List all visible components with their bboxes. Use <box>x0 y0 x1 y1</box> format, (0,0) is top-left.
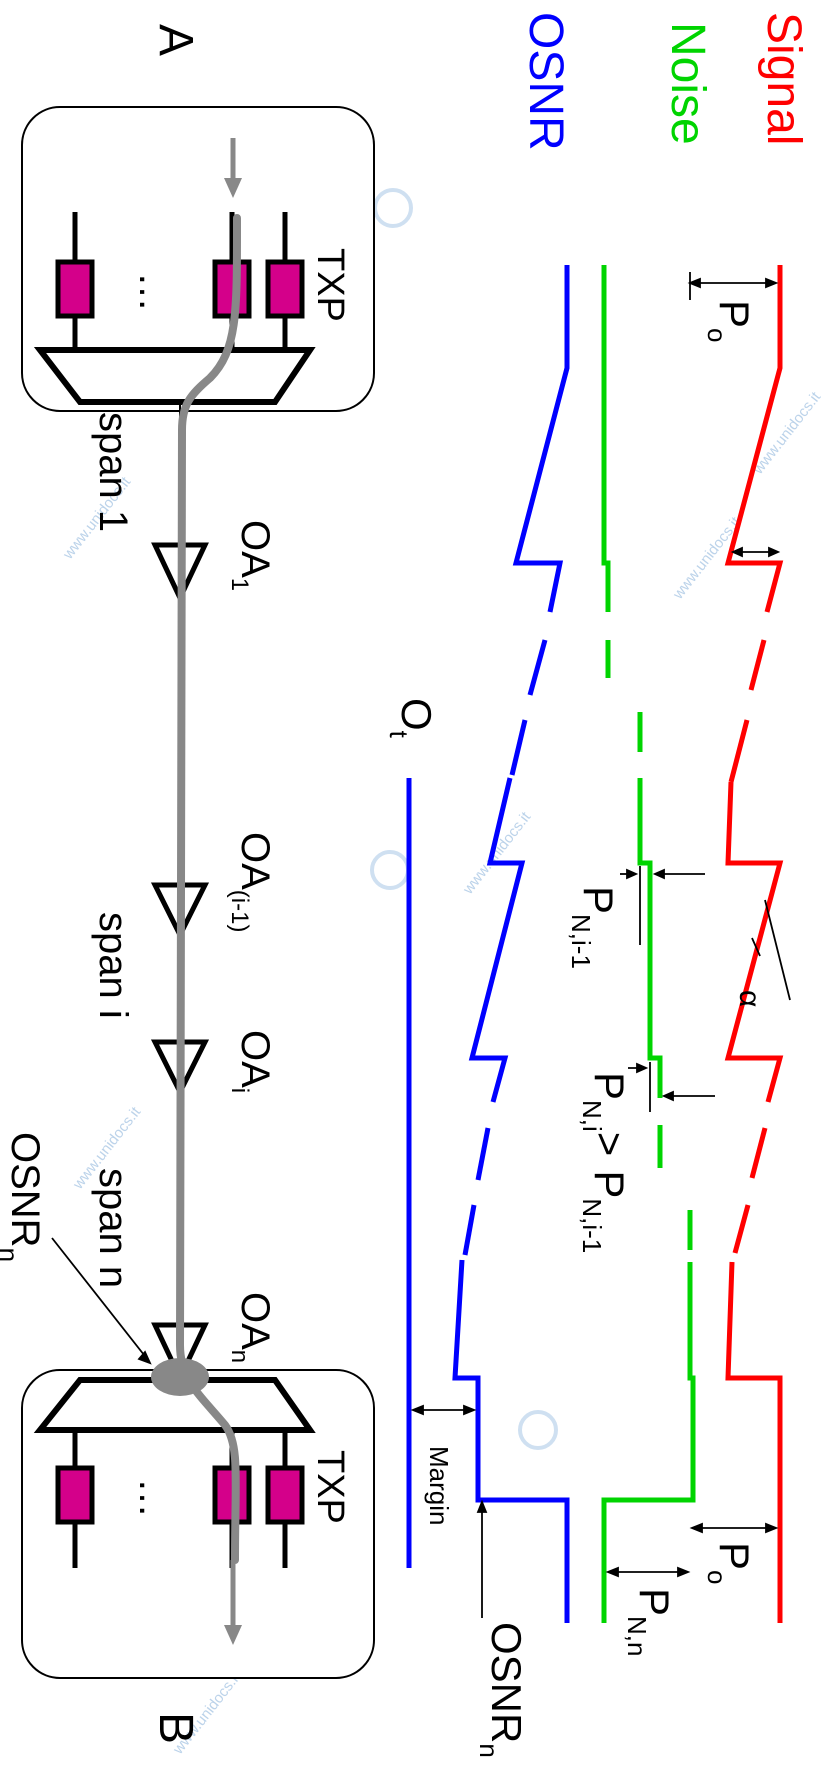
lightpath <box>151 138 242 1645</box>
lightpath-curve <box>175 214 242 1564</box>
legend-osnr: OSNR <box>519 12 572 151</box>
label-osnr-n-left: OSNRn <box>0 1132 47 1262</box>
ellipsis-a: … <box>131 272 175 312</box>
node-a <box>21 106 375 412</box>
arrowhead <box>765 1522 779 1534</box>
node-b <box>21 1369 375 1679</box>
arrowhead <box>765 277 779 289</box>
alpha-slope-line <box>764 899 791 1001</box>
label-osnr-n-right: OSNRn <box>474 1622 530 1758</box>
transponder <box>265 259 305 319</box>
watermark-text: www.unidocs.it <box>459 808 535 898</box>
arrowhead <box>768 546 781 558</box>
noise-trace <box>601 265 696 1623</box>
osnr-measure-point <box>151 1358 209 1396</box>
arrowhead <box>605 1566 619 1578</box>
arrowhead <box>137 1350 152 1365</box>
node-a-mux <box>33 347 316 405</box>
arrowhead <box>687 277 701 289</box>
signal-dash <box>748 639 767 691</box>
osnr-segment-end <box>452 1259 570 1623</box>
txp-b-label: TXP <box>309 1450 351 1524</box>
node-b-demux <box>33 1377 316 1433</box>
label-margin: Margin <box>424 1446 454 1525</box>
label-oa-n: OAn <box>226 1292 277 1363</box>
legend: Signal Noise OSNR <box>519 12 810 151</box>
arrowhead <box>626 868 639 880</box>
signal-segment-start <box>724 265 784 613</box>
osnr-segment-mid <box>468 777 526 1103</box>
label-p-o-end: Po <box>702 1542 758 1584</box>
arrowhead <box>661 1090 674 1102</box>
arrowhead <box>677 1566 691 1578</box>
label-p-o-start: Po <box>702 300 758 342</box>
osnr-dash <box>462 1204 477 1256</box>
osnr-n-left-pointer <box>51 1237 149 1361</box>
transponder <box>55 1465 95 1525</box>
label-span-n: span n <box>91 1168 135 1288</box>
input-arrowhead <box>224 178 242 198</box>
arrowhead <box>463 1404 477 1416</box>
output-arrowhead <box>224 1625 242 1645</box>
arrowhead <box>652 868 665 880</box>
osnr-dash <box>475 1127 491 1181</box>
legend-signal: Signal <box>757 12 810 145</box>
label-alpha: α <box>733 990 766 1007</box>
arrowhead <box>410 1404 424 1416</box>
label-p-n-n: PN,n <box>622 1588 678 1656</box>
watermark-logo <box>518 1410 558 1450</box>
noise-segment-end <box>601 1262 696 1623</box>
label-p-n-i-comparison: PN,i>PN,i-1 <box>577 1072 633 1253</box>
label-p-n-i-minus-1: PN,i-1 <box>566 886 622 969</box>
node-b-label: B <box>149 1712 202 1744</box>
signal-dash <box>732 1204 751 1254</box>
transponder <box>265 1465 305 1525</box>
arrowhead <box>730 546 743 558</box>
annotation-arrows <box>51 272 791 1618</box>
signal-segment-end <box>725 1261 783 1623</box>
label-oa-i: OAi <box>226 1030 277 1093</box>
osnr-dash <box>509 719 528 776</box>
label-o-t: Ot <box>384 698 440 739</box>
watermark-logo <box>373 188 413 228</box>
span-labels: span 1 span i span n <box>91 412 135 1288</box>
label-oa-1: OA1 <box>226 520 277 591</box>
label-span-i: span i <box>91 912 135 1019</box>
label-oa-i-minus-1: OA(i-1) <box>226 832 277 932</box>
alpha-slope-tick <box>751 937 761 957</box>
annotation-labels: Po α PN,i-1 PN,i>PN,i-1 Po PN,n Ot Margi… <box>0 300 766 1758</box>
signal-trace <box>724 265 784 1623</box>
ellipsis-b: … <box>131 1478 175 1518</box>
noise-segment-mid <box>637 778 663 1098</box>
osnr-trace <box>452 265 570 1623</box>
arrowhead <box>476 1499 488 1513</box>
amplifier-labels: OA1 OA(i-1) OAi OAn <box>226 520 277 1363</box>
watermark-text: www.unidocs.it <box>669 513 745 603</box>
arrowhead <box>689 1522 703 1534</box>
legend-noise: Noise <box>661 22 714 145</box>
node-labels: A B TXP TXP … … <box>131 24 351 1744</box>
signal-segment-mid <box>724 781 784 1103</box>
transponder <box>55 259 95 319</box>
label-span-1: span 1 <box>91 412 135 532</box>
node-a-label: A <box>149 24 202 56</box>
osnr-dash <box>527 639 548 696</box>
arrowhead <box>636 1062 649 1074</box>
noise-segment-start <box>601 265 611 612</box>
osnr-segment-start <box>512 265 570 613</box>
signal-dash <box>749 1127 768 1179</box>
signal-dash <box>728 719 750 783</box>
txp-a-label: TXP <box>309 248 351 322</box>
watermark-logo <box>370 850 410 890</box>
